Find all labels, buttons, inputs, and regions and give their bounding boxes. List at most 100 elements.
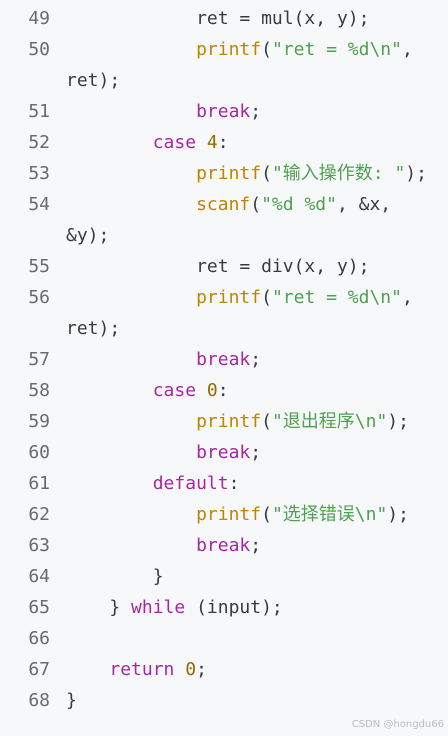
token-fn: printf — [196, 39, 262, 60]
indent — [109, 256, 196, 277]
indent — [109, 8, 196, 29]
code-line: 60 break; — [0, 437, 448, 468]
line-number: 62 — [28, 504, 50, 525]
token-plain: ; — [250, 101, 262, 122]
code-text: case 4: — [66, 127, 448, 158]
code-line: 57 break; — [0, 344, 448, 375]
token-plain: ret = mul(x, y); — [196, 8, 370, 29]
code-line: 64 } — [0, 561, 448, 592]
token-plain — [174, 659, 185, 680]
indent — [66, 101, 109, 122]
code-line: 53 printf("输入操作数: "); — [0, 158, 448, 189]
token-fn: printf — [196, 504, 262, 525]
indent — [66, 194, 109, 215]
token-plain: } — [66, 690, 77, 711]
token-plain: : — [217, 132, 229, 153]
line-number: 50 — [28, 39, 50, 60]
token-plain: } — [109, 597, 132, 618]
indent — [66, 411, 109, 432]
line-number: 64 — [28, 566, 50, 587]
code-text: } while (input); — [66, 592, 448, 623]
token-kw: while — [131, 597, 186, 618]
token-plain: , &x, — [336, 194, 392, 215]
line-number: 68 — [28, 690, 50, 711]
indent — [66, 163, 109, 184]
code-text: scanf("%d %d", &x, — [66, 189, 448, 220]
watermark: CSDN @hongdu66 — [351, 719, 444, 730]
indent — [66, 473, 109, 494]
token-plain: } — [152, 566, 164, 587]
token-str: "退出程序\n" — [271, 411, 388, 432]
token-plain: ); — [387, 411, 409, 432]
indent — [109, 349, 196, 370]
code-line: 49 ret = mul(x, y); — [0, 3, 448, 34]
token-fn: printf — [196, 163, 262, 184]
token-plain: ; — [250, 442, 262, 463]
indent — [66, 659, 109, 680]
token-plain: ; — [196, 659, 207, 680]
token-plain: ); — [405, 163, 427, 184]
token-plain: ; — [250, 349, 262, 370]
token-plain: ; — [250, 535, 262, 556]
line-number: 51 — [28, 101, 50, 122]
code-text: printf("退出程序\n"); — [66, 406, 448, 437]
code-line: 61 default: — [0, 468, 448, 499]
code-line: 67 return 0; — [0, 654, 448, 685]
code-text: break; — [66, 437, 448, 468]
indent — [66, 349, 109, 370]
line-number: 54 — [28, 194, 50, 215]
line-number: 66 — [28, 628, 50, 649]
code-text: } — [66, 561, 448, 592]
indent — [109, 287, 196, 308]
token-fn: printf — [196, 411, 262, 432]
indent — [109, 535, 196, 556]
code-text: printf("选择错误\n"); — [66, 499, 448, 530]
indent — [109, 566, 152, 587]
line-number: 61 — [28, 473, 50, 494]
code-text: ret); — [66, 65, 448, 96]
line-number: 65 — [28, 597, 50, 618]
code-text — [66, 623, 448, 654]
indent — [109, 442, 196, 463]
code-line: ret); — [0, 65, 448, 96]
token-kw: break — [196, 535, 251, 556]
token-plain: , — [401, 39, 413, 60]
line-number: 53 — [28, 163, 50, 184]
token-kw: default — [152, 473, 229, 494]
token-plain: ( — [261, 411, 272, 432]
code-line: 55 ret = div(x, y); — [0, 251, 448, 282]
indent — [66, 628, 109, 649]
indent — [66, 442, 109, 463]
indent — [109, 101, 196, 122]
indent — [66, 287, 109, 308]
code-text: break; — [66, 96, 448, 127]
token-kw: break — [196, 442, 251, 463]
code-line: 63 break; — [0, 530, 448, 561]
token-str: "ret = %d\n" — [271, 39, 402, 60]
token-kw: case — [152, 132, 197, 153]
token-plain — [196, 380, 207, 401]
token-num: 0 — [206, 380, 218, 401]
token-kw: case — [152, 380, 197, 401]
indent — [66, 256, 109, 277]
code-text: default: — [66, 468, 448, 499]
code-text: break; — [66, 530, 448, 561]
code-line: 66 — [0, 623, 448, 654]
indent — [66, 504, 109, 525]
code-line: 59 printf("退出程序\n"); — [0, 406, 448, 437]
token-kw: return — [109, 659, 175, 680]
line-number: 52 — [28, 132, 50, 153]
code-text: printf("输入操作数: "); — [66, 158, 448, 189]
code-line: 52 case 4: — [0, 127, 448, 158]
token-plain: : — [228, 473, 240, 494]
line-number: 55 — [28, 256, 50, 277]
token-plain — [196, 132, 207, 153]
indent — [66, 597, 109, 618]
indent — [66, 39, 109, 60]
line-number: 67 — [28, 659, 50, 680]
token-plain: ret); — [66, 318, 121, 339]
line-number: 57 — [28, 349, 50, 370]
code-text: } — [66, 685, 448, 716]
token-plain: , — [401, 287, 413, 308]
code-line: 58 case 0: — [0, 375, 448, 406]
